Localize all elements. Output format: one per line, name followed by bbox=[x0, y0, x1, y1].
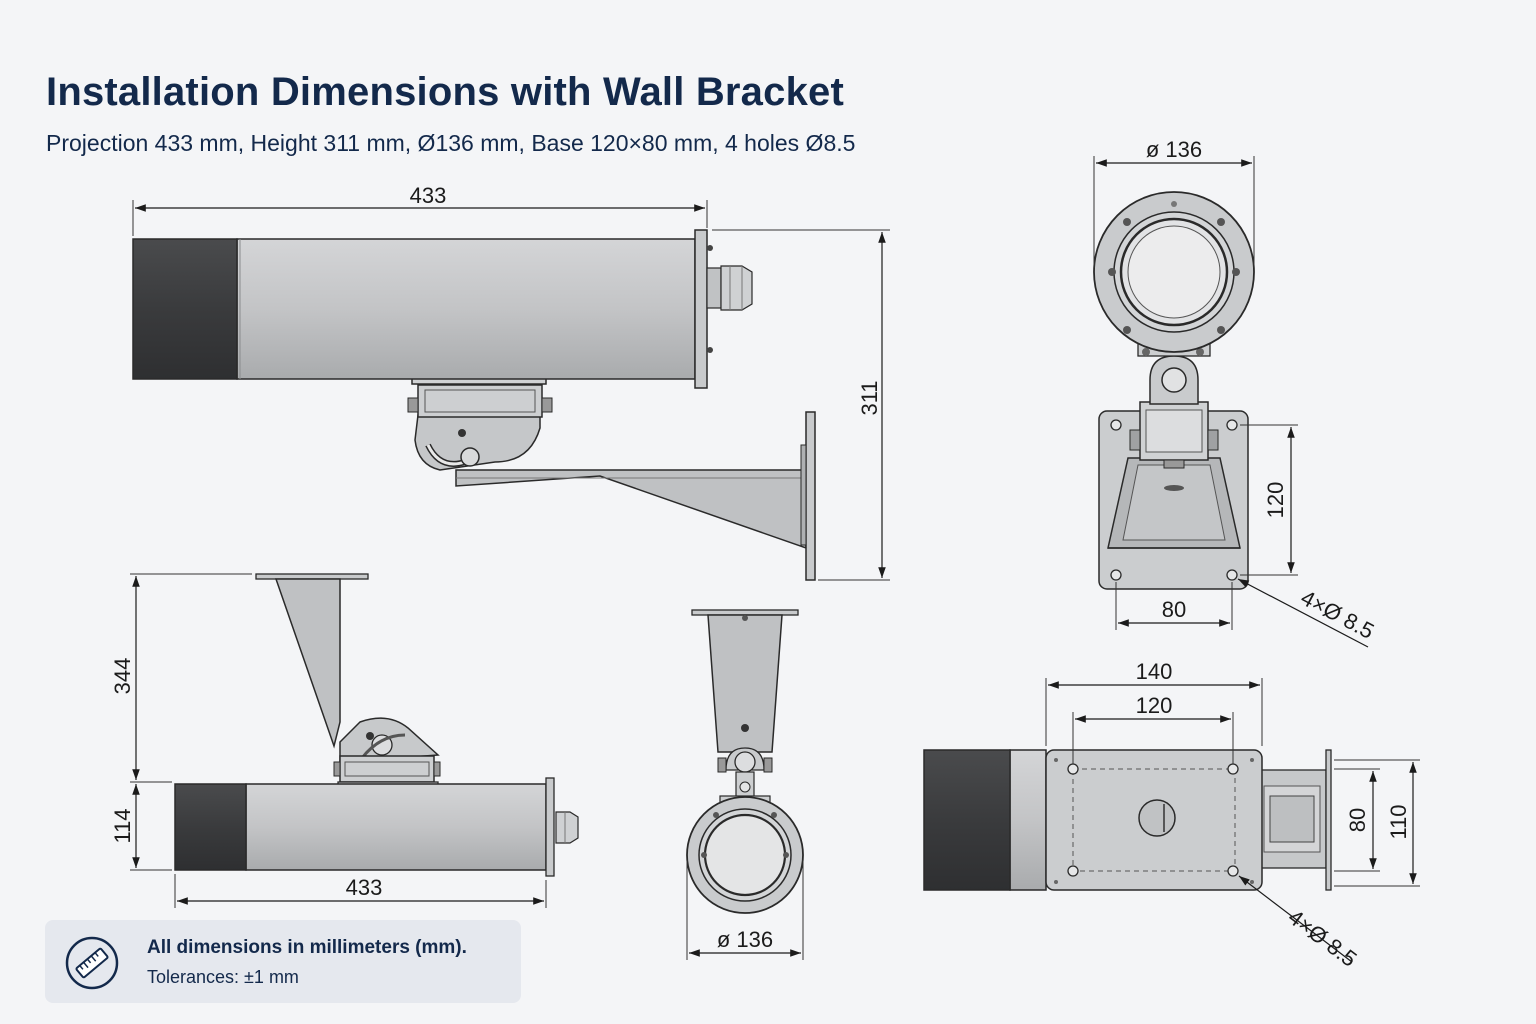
dim-side-projection: 433 bbox=[410, 183, 447, 208]
note-units: All dimensions in millimeters (mm). bbox=[147, 937, 467, 958]
dim-ceiling-length: 433 bbox=[346, 875, 383, 900]
dim-ceiling-front-diameter: ø 136 bbox=[717, 927, 773, 952]
dim-side-height: 311 bbox=[857, 380, 882, 415]
dim-top-depth-inner: 80 bbox=[1345, 808, 1370, 832]
page-subtitle: Projection 433 mm, Height 311 mm, Ø136 m… bbox=[46, 130, 856, 156]
ruler-icon bbox=[65, 936, 119, 990]
dim-top-width-inner: 120 bbox=[1136, 693, 1173, 718]
side-view bbox=[132, 229, 816, 581]
ceiling-side-view bbox=[174, 573, 579, 877]
dim-ceiling-height-upper: 344 bbox=[110, 658, 135, 695]
dim-front-base-height: 120 bbox=[1263, 482, 1288, 519]
top-view bbox=[923, 749, 1332, 891]
dim-front-diameter: ø 136 bbox=[1146, 137, 1202, 162]
dim-front-holes: 4×Ø 8.5 bbox=[1297, 585, 1378, 644]
dim-top-depth-outer: 110 bbox=[1386, 804, 1411, 839]
dim-front-base-width: 80 bbox=[1162, 597, 1186, 622]
side-view-dimensions: 433 311 bbox=[132, 183, 890, 581]
page-title: Installation Dimensions with Wall Bracke… bbox=[46, 70, 844, 114]
dim-ceiling-height-lower: 114 bbox=[110, 808, 135, 843]
dim-top-holes: 4×Ø 8.5 bbox=[1283, 904, 1361, 971]
ceiling-side-view-dimensions: 344 114 433 bbox=[110, 573, 547, 908]
units-note: All dimensions in millimeters (mm). Tole… bbox=[45, 920, 521, 1003]
ceiling-front-view-dimensions: ø 136 bbox=[686, 860, 804, 960]
ceiling-front-view bbox=[686, 609, 804, 914]
front-view bbox=[1093, 191, 1255, 590]
note-tolerances: Tolerances: ±1 mm bbox=[147, 967, 299, 987]
dim-top-width-outer: 140 bbox=[1136, 659, 1173, 684]
